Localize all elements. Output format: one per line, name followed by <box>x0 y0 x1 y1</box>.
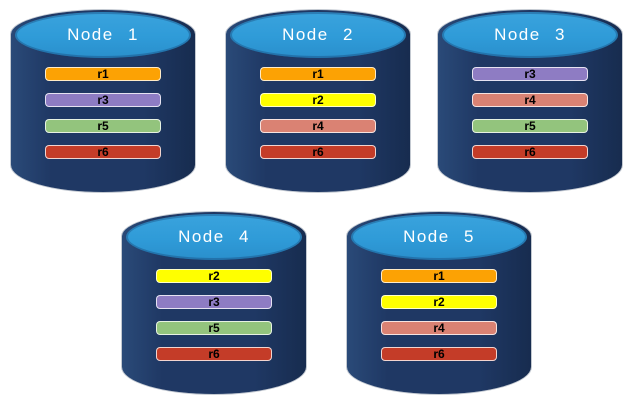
replica-bar: r4 <box>381 321 497 335</box>
replica-list: r1 r2 r4 r6 <box>260 67 376 159</box>
replica-bar: r2 <box>260 93 376 107</box>
node-cylinder-1: Node 1 r1 r3 r5 r6 <box>11 10 195 192</box>
replica-list: r2 r3 r5 r6 <box>156 269 272 361</box>
cylinder-top-ellipse: Node 4 <box>126 214 302 260</box>
replica-bar: r2 <box>381 295 497 309</box>
replica-list: r1 r2 r4 r6 <box>381 269 497 361</box>
node-cylinder-4: Node 4 r2 r3 r5 r6 <box>122 212 306 394</box>
replica-bar: r5 <box>156 321 272 335</box>
replica-bar: r1 <box>45 67 161 81</box>
node-cylinder-5: Node 5 r1 r2 r4 r6 <box>347 212 531 394</box>
replica-bar: r3 <box>156 295 272 309</box>
replica-bar: r3 <box>472 67 588 81</box>
replica-bar: r6 <box>45 145 161 159</box>
replica-bar: r1 <box>260 67 376 81</box>
replica-bar: r5 <box>45 119 161 133</box>
node-cylinder-2: Node 2 r1 r2 r4 r6 <box>226 10 410 192</box>
cylinder-top-ellipse: Node 2 <box>230 12 406 58</box>
cylinder-top-ellipse: Node 1 <box>15 12 191 58</box>
replica-bar: r6 <box>381 347 497 361</box>
replica-bar: r3 <box>45 93 161 107</box>
cylinder-top-ellipse: Node 5 <box>351 214 527 260</box>
node-label: Node 4 <box>178 227 250 246</box>
node-label: Node 1 <box>67 25 139 44</box>
replica-bar: r6 <box>156 347 272 361</box>
replica-bar: r5 <box>472 119 588 133</box>
replica-list: r1 r3 r5 r6 <box>45 67 161 159</box>
node-label: Node 5 <box>403 227 475 246</box>
replica-bar: r4 <box>472 93 588 107</box>
node-cylinder-3: Node 3 r3 r4 r5 r6 <box>438 10 622 192</box>
replica-bar: r4 <box>260 119 376 133</box>
node-label: Node 2 <box>282 25 354 44</box>
replica-bar: r6 <box>472 145 588 159</box>
node-label: Node 3 <box>494 25 566 44</box>
cylinder-top-ellipse: Node 3 <box>442 12 618 58</box>
replica-bar: r6 <box>260 145 376 159</box>
replica-bar: r1 <box>381 269 497 283</box>
replica-list: r3 r4 r5 r6 <box>472 67 588 159</box>
replica-bar: r2 <box>156 269 272 283</box>
